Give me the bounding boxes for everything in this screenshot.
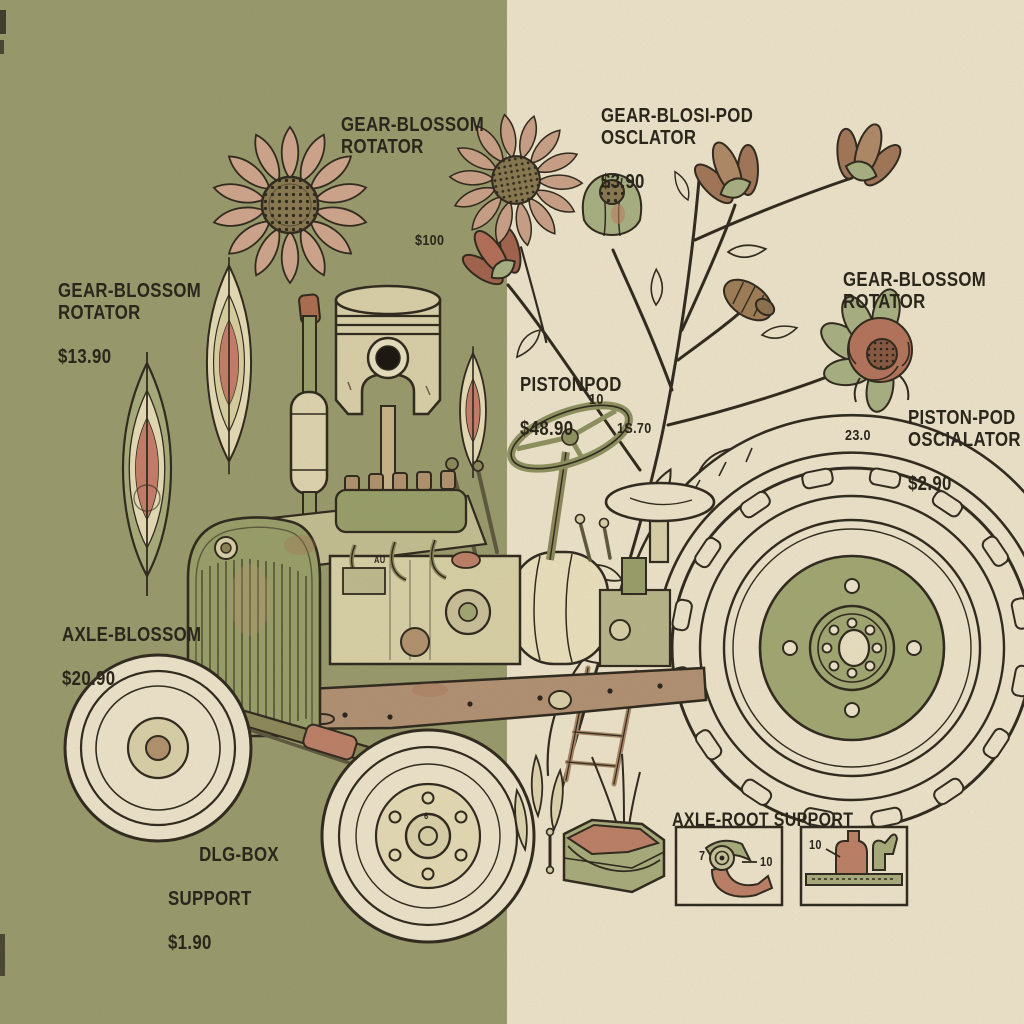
label-gear-blossom-rotator-top: GEAR-BLOSSOM ROTATOR (341, 92, 484, 180)
annotation-hub-mark: 6 (424, 811, 429, 821)
part-price: $20.90 (62, 668, 116, 690)
part-price: $13.90 (58, 346, 112, 368)
annotation-num-left: 10 (589, 391, 604, 408)
part-name-line2: SUPPORT (168, 888, 252, 910)
label-axle-blossom: AXLE-BLOSSOM $20.90 (62, 602, 201, 712)
annotation-num-right: 23.0 (845, 427, 871, 444)
label-axle-root-support: AXLE-ROOT SUPPORT (672, 790, 853, 853)
label-gear-blossom-rotator-right: GEAR-BLOSSOM ROTATOR (843, 247, 986, 335)
annotation-piston-price: $100 (415, 232, 445, 249)
part-name: PISTONPOD (520, 374, 622, 396)
part-price: $3.90 (601, 171, 645, 193)
part-price: $2.90 (908, 473, 952, 495)
label-dlg-box-support: DLG-BOX SUPPORT $1.90 (168, 822, 279, 976)
label-piston-pod-oscialator: PISTON-POD OSCIALATOR $2.90 (908, 385, 1021, 517)
annotation-num-mid: 1S.70 (617, 420, 652, 437)
part-price: $1.90 (168, 932, 212, 954)
part-name: PISTON-POD OSCIALATOR (908, 407, 1021, 451)
part-name: AXLE-ROOT SUPPORT (672, 809, 854, 831)
annotation-box1-num-b: 10 (760, 854, 773, 869)
label-pistonpod: PISTONPOD $48.90 (520, 352, 622, 462)
part-name: GEAR-BLOSSOM ROTATOR (58, 280, 202, 324)
part-name: GEAR-BLOSSOM ROTATOR (341, 114, 485, 158)
label-gear-blossom-rotator-left: GEAR-BLOSSOM ROTATOR $13.90 (58, 258, 201, 390)
part-price: $48.90 (520, 418, 574, 440)
label-gear-blosi-pod-osclator: GEAR-BLOSI-POD OSCLATOR $3.90 (601, 83, 753, 215)
part-name: GEAR-BLOSSOM ROTATOR (843, 269, 987, 313)
annotation-box2-num: 10 (809, 837, 822, 852)
part-name: GEAR-BLOSI-POD OSCLATOR (601, 105, 754, 149)
part-name-line1: DLG-BOX (199, 844, 279, 866)
annotation-box1-num-a: 7 (699, 848, 706, 863)
part-name: AXLE-BLOSSOM (62, 624, 202, 646)
annotation-hood-mark: AU (374, 555, 386, 565)
